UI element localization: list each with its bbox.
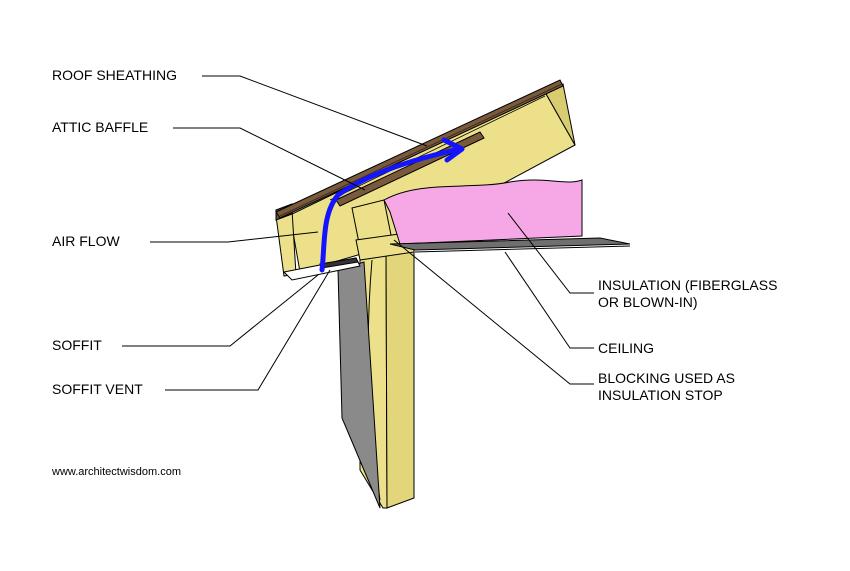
leader-lines xyxy=(122,75,594,391)
label-air-flow: AIR FLOW xyxy=(52,233,120,249)
label-insulation-line-2: OR BLOWN-IN) xyxy=(598,294,698,310)
roof-sheathing xyxy=(275,79,564,219)
label-soffit: SOFFIT xyxy=(52,337,102,353)
label-insulation: INSULATION (FIBERGLASS OR BLOWN-IN) xyxy=(598,277,777,311)
airflow-arrow xyxy=(319,137,465,273)
leader-soffit xyxy=(122,274,319,347)
credit-url: www.architectwisdom.com xyxy=(52,466,181,478)
label-blocking-line-2: INSULATION STOP xyxy=(598,387,723,403)
leader-attic-baffle xyxy=(173,127,366,191)
leader-air-flow xyxy=(150,231,319,243)
label-blocking-line-1: BLOCKING USED AS xyxy=(598,370,735,386)
insulation xyxy=(383,179,583,245)
leader-insulation xyxy=(507,212,594,294)
label-ceiling: CEILING xyxy=(598,340,655,356)
label-soffit-vent: SOFFIT VENT xyxy=(52,381,143,397)
ceiling xyxy=(389,237,631,253)
label-roof-sheathing: ROOF SHEATHING xyxy=(52,67,177,83)
label-insulation-line-1: INSULATION (FIBERGLASS xyxy=(598,277,778,293)
leader-roof-sheathing xyxy=(202,75,428,147)
leader-blocking xyxy=(393,239,594,385)
label-blocking: BLOCKING USED AS INSULATION STOP xyxy=(598,370,735,404)
leader-ceiling xyxy=(504,251,594,349)
label-attic-baffle: ATTIC BAFFLE xyxy=(52,119,149,135)
leader-soffit-vent xyxy=(165,269,331,391)
